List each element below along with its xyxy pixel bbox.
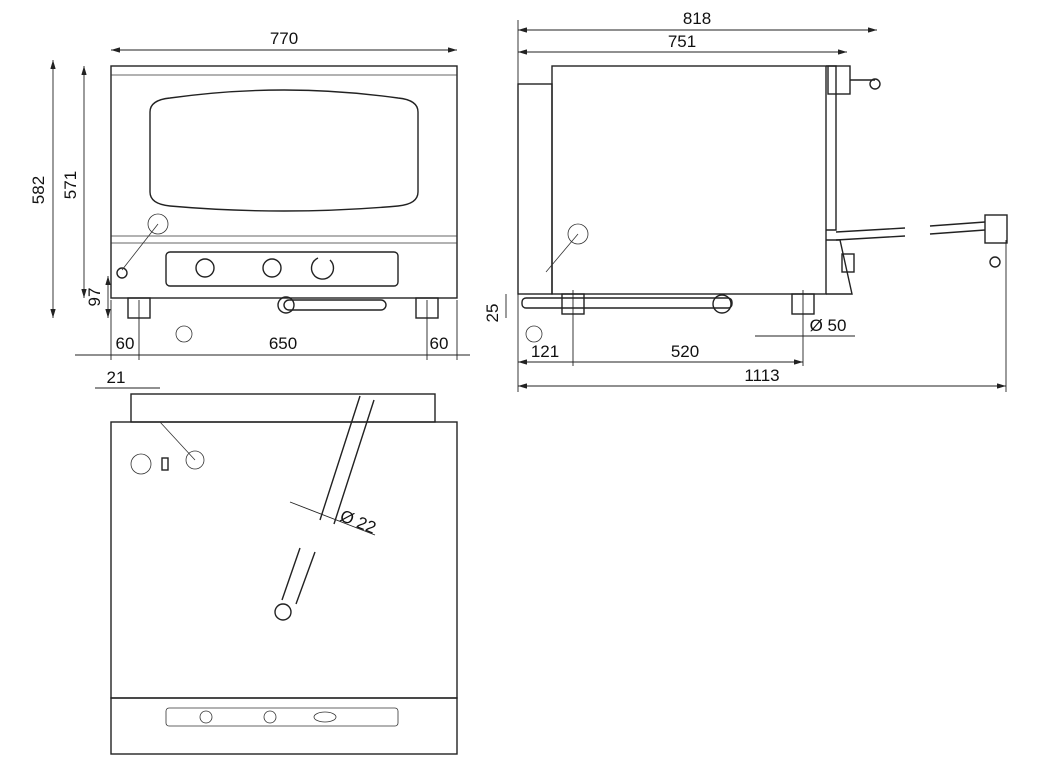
dim-770: 770: [270, 29, 298, 48]
dim-751: 751: [668, 32, 696, 51]
front-view: [110, 65, 458, 343]
dim-650: 650: [269, 334, 297, 353]
dim-21: 21: [107, 368, 126, 387]
side-view: [517, 65, 1008, 343]
dim-60-right: 60: [430, 334, 449, 353]
thermostat-knob: [262, 258, 282, 278]
dim-60-left: 60: [116, 334, 135, 353]
dim-582: 582: [29, 176, 48, 204]
dim-diameter-50: Ø 50: [810, 316, 847, 335]
dim-25: 25: [483, 304, 502, 323]
gas-connection: [116, 267, 128, 279]
ground-icon: [175, 325, 193, 343]
front-dimensions: 770 582 571 97 60 650 60: [29, 29, 470, 360]
dim-97: 97: [85, 288, 104, 307]
ground-icon-side: [525, 325, 543, 343]
ground-icon-top: [185, 450, 205, 470]
dim-diameter-22: Ø 22: [337, 506, 378, 537]
humidity-knob: [310, 257, 335, 280]
drain-pipe: [283, 299, 387, 311]
side-dimensions: 818 751 25 Ø 50 121 520 1113: [483, 9, 1007, 392]
timer-knob: [195, 258, 215, 278]
dim-121: 121: [531, 342, 559, 361]
control-panel: [165, 251, 399, 287]
dim-1113: 1113: [744, 366, 779, 385]
dim-571: 571: [61, 171, 80, 199]
top-view: [110, 393, 458, 755]
dim-818: 818: [683, 9, 711, 28]
dim-520: 520: [671, 342, 699, 361]
oven-window: [149, 89, 419, 212]
